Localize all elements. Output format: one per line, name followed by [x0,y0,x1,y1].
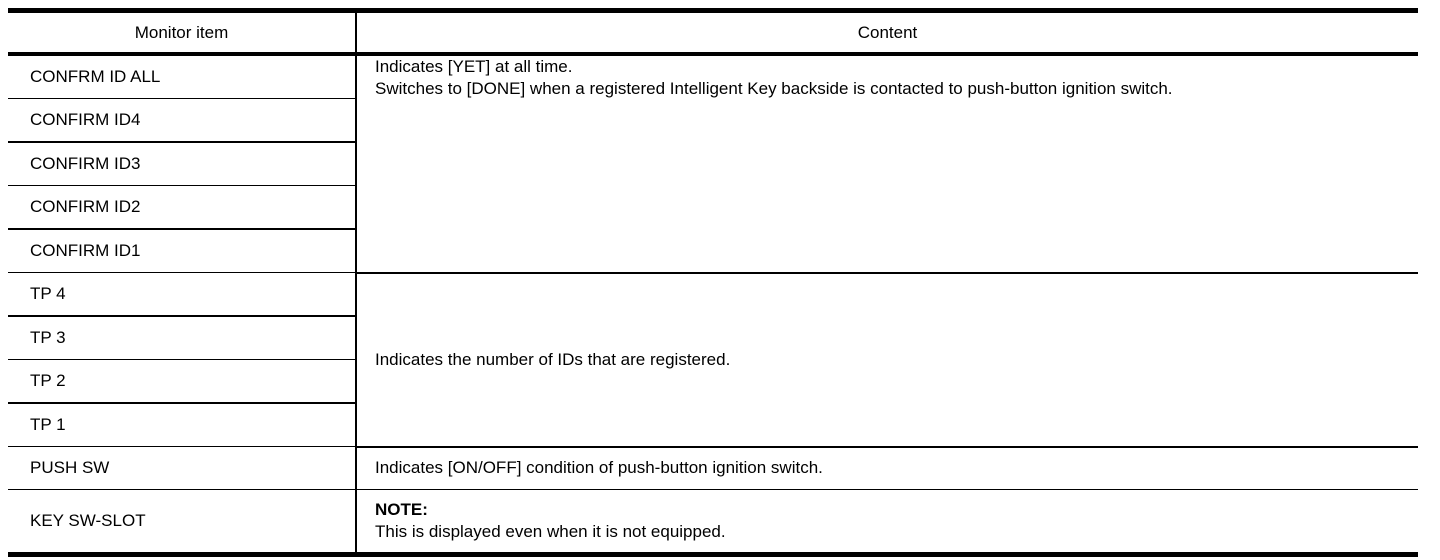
monitor-item-cell: TP 3 [8,316,357,360]
table-row: CONFIRM ID3 [8,142,1418,186]
table-header-row: Monitor item Content [8,10,1418,56]
monitor-item-cell: KEY SW-SLOT [8,489,357,555]
content-line: Indicates [ON/OFF] condition of push-but… [375,458,823,478]
table-row: CONFIRM ID4 [8,98,1418,143]
monitor-item-cell: PUSH SW [8,446,357,490]
table-row: CONFIRM ID1 [8,229,1418,273]
content-cell-key-sw-slot: NOTE: This is displayed even when it is … [356,490,1418,555]
content-cell-push-sw: Indicates [ON/OFF] condition of push-but… [356,446,1418,490]
content-line: Switches to [DONE] when a registered Int… [375,79,1173,98]
table-row: TP 1 [8,403,1418,447]
content-text-block: NOTE: This is displayed even when it is … [375,490,1406,552]
monitor-item-cell: TP 1 [8,403,357,447]
content-cell-tp: Indicates the number of IDs that are reg… [356,272,1418,448]
content-line: Indicates [YET] at all time. [375,57,573,76]
content-line: Indicates the number of IDs that are reg… [375,349,731,369]
monitor-item-table-container: Monitor item Content CONFRM ID ALL Indic… [8,8,1418,557]
table-row: TP 4 Indicates the number of IDs that ar… [8,272,1418,448]
table-row: PUSH SW Indicates [ON/OFF] condition of … [8,446,1418,490]
monitor-item-cell: CONFIRM ID1 [8,229,357,273]
table-body: CONFRM ID ALL Indicates [YET] at all tim… [8,54,1418,555]
monitor-item-cell: TP 4 [8,272,357,317]
table-row: TP 3 [8,316,1418,360]
content-text-block: Indicates [YET] at all time. Switches to… [375,56,1406,100]
content-cell-confirm-id: Indicates [YET] at all time. Switches to… [356,54,1418,274]
monitor-item-table: Monitor item Content CONFRM ID ALL Indic… [8,8,1418,557]
column-header-content: Content [356,10,1418,56]
table-header: Monitor item Content [8,10,1418,56]
monitor-item-cell: CONFIRM ID2 [8,185,357,230]
table-row: KEY SW-SLOT NOTE: This is displayed even… [8,489,1418,555]
table-row: CONFRM ID ALL Indicates [YET] at all tim… [8,54,1418,274]
note-label: NOTE: [375,500,428,519]
table-row: CONFIRM ID2 [8,185,1418,230]
table-row: TP 2 [8,359,1418,404]
monitor-item-cell: CONFIRM ID4 [8,98,357,143]
column-header-monitor-item: Monitor item [8,10,357,56]
monitor-item-cell: CONFIRM ID3 [8,142,357,186]
monitor-item-cell: TP 2 [8,359,357,404]
content-line: This is displayed even when it is not eq… [375,522,726,541]
monitor-item-cell: CONFRM ID ALL [8,54,357,99]
